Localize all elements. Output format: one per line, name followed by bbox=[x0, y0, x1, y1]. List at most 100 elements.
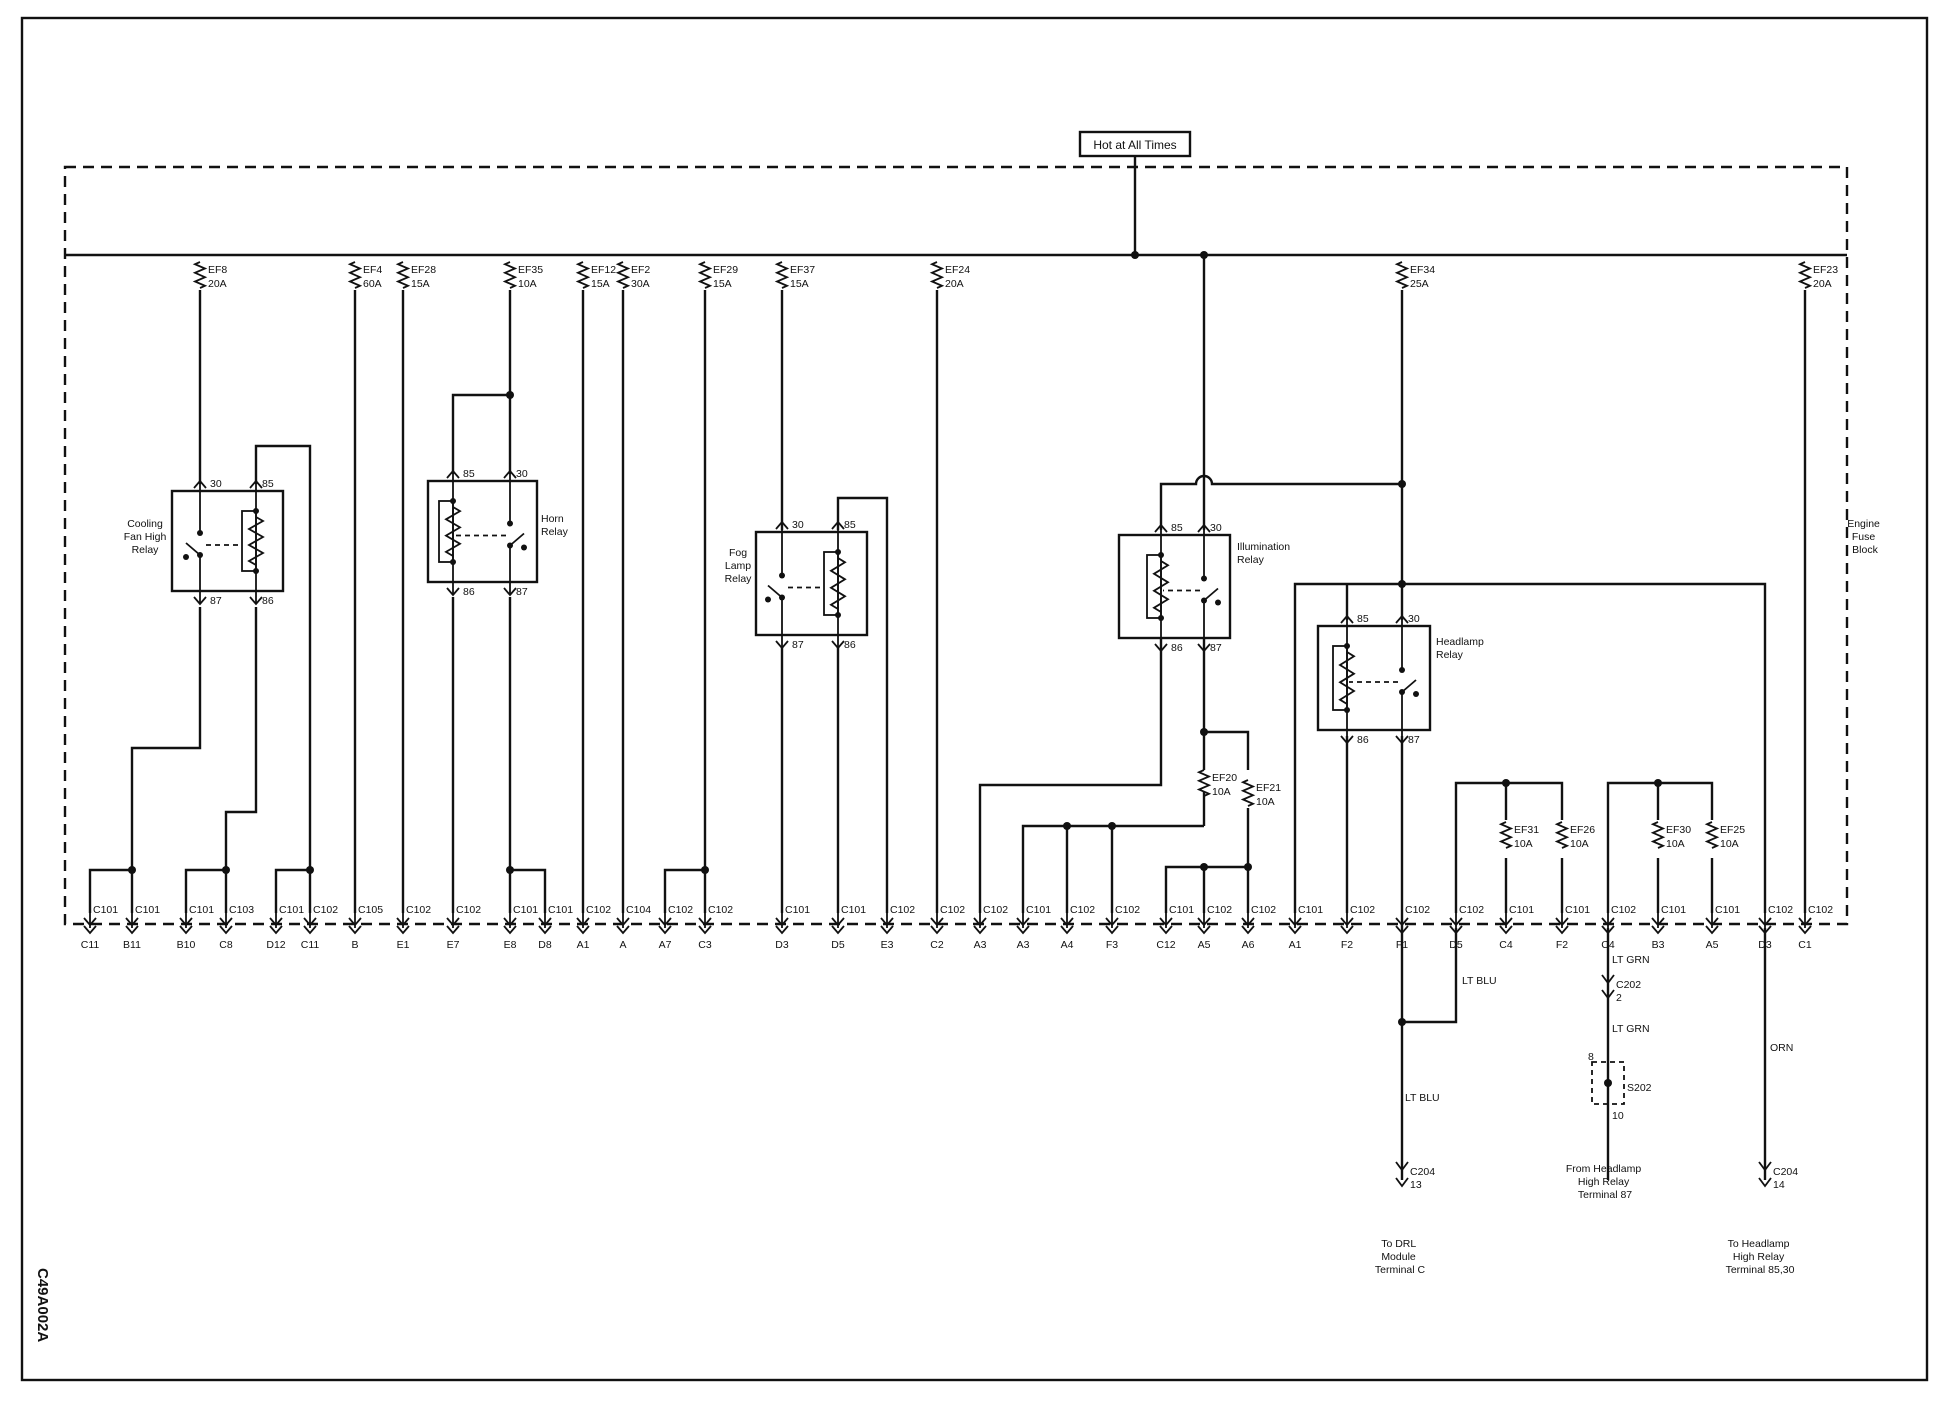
fuse-rating-ef2: 30A bbox=[631, 278, 650, 290]
fuse-label-ef21: EF21 bbox=[1256, 782, 1281, 794]
figure-code: C49A002A bbox=[34, 1268, 51, 1342]
fuse-label-ef8: EF8 bbox=[208, 264, 227, 276]
relay-pin: 85 bbox=[1357, 613, 1369, 625]
engine-fuse-block-label: Engine Fuse Block bbox=[1847, 518, 1883, 556]
connector-id: C104 bbox=[626, 904, 651, 916]
fuse-label-ef4: EF4 bbox=[363, 264, 382, 276]
connector-id: C101 bbox=[548, 904, 573, 916]
connector-id: C102 bbox=[1070, 904, 1095, 916]
connector-id: C102 bbox=[456, 904, 481, 916]
fuse-rating-ef12: 15A bbox=[591, 278, 610, 290]
connector-id: C102 bbox=[1207, 904, 1232, 916]
connector-id: C101 bbox=[1661, 904, 1686, 916]
svg-text:10: 10 bbox=[1612, 1110, 1624, 1122]
page-border bbox=[20, 16, 1929, 1382]
connector-pin: B bbox=[351, 939, 358, 951]
connector-id: C101 bbox=[1715, 904, 1740, 916]
relay-pin: 30 bbox=[1408, 613, 1420, 625]
s202-splice: 8 S202 10 bbox=[1588, 1051, 1652, 1122]
wire-color-lt-blu-2: LT BLU bbox=[1405, 1092, 1440, 1104]
fuse-label-ef28: EF28 bbox=[411, 264, 436, 276]
connector-id: C101 bbox=[189, 904, 214, 916]
connector-id: C101 bbox=[1169, 904, 1194, 916]
connector-pin: A5 bbox=[1706, 939, 1719, 951]
relay-pin: 87 bbox=[1408, 734, 1420, 746]
connector-id: C102 bbox=[1459, 904, 1484, 916]
fuse-rating-ef20: 10A bbox=[1212, 786, 1231, 798]
svg-text:C202: C202 bbox=[1616, 979, 1641, 991]
svg-text:13: 13 bbox=[1410, 1179, 1422, 1191]
connector-pin: A5 bbox=[1198, 939, 1211, 951]
fuse-ef28: EF28 15A bbox=[395, 261, 436, 290]
relay-pin: 30 bbox=[1210, 522, 1222, 534]
hot-at-all-times-box: Hot at All Times bbox=[1078, 130, 1192, 158]
relay-box bbox=[426, 479, 539, 584]
fuse-rating-ef23: 20A bbox=[1813, 278, 1832, 290]
connector-id: C103 bbox=[229, 904, 254, 916]
wire-color-lt-grn-1: LT GRN bbox=[1612, 954, 1650, 966]
connector-pin: B11 bbox=[123, 939, 141, 951]
relay-pin: 85 bbox=[262, 478, 274, 490]
svg-text:C204: C204 bbox=[1773, 1166, 1798, 1178]
fuse-rating-ef35: 10A bbox=[518, 278, 537, 290]
connector-id: C102 bbox=[313, 904, 338, 916]
engine-fuse-block-outline bbox=[63, 165, 1849, 926]
fuse-layer: EF820AEF460AEF2815AEF3510AEF1215AEF230AE… bbox=[192, 261, 1838, 850]
connector-id: C101 bbox=[1026, 904, 1051, 916]
connector-pin: E7 bbox=[447, 939, 460, 951]
connector-layer: C101C11C101B11C101B10C103C8C101D12C102C1… bbox=[81, 904, 1834, 951]
fuse-rating-ef26: 10A bbox=[1570, 838, 1589, 850]
connector-id: C102 bbox=[1251, 904, 1276, 916]
relay-pin: 86 bbox=[463, 586, 475, 598]
connector-pin: E8 bbox=[504, 939, 517, 951]
connector-id: C101 bbox=[1565, 904, 1590, 916]
connector-id: C102 bbox=[1350, 904, 1375, 916]
fuse-rating-ef28: 15A bbox=[411, 278, 430, 290]
connector-pin: A3 bbox=[974, 939, 987, 951]
connector-pin: A1 bbox=[1289, 939, 1302, 951]
relay-pin: 87 bbox=[1210, 642, 1222, 654]
fuse-rating-ef4: 60A bbox=[363, 278, 382, 290]
fuse-label-ef35: EF35 bbox=[518, 264, 543, 276]
destination-headlamp-high-relay: To Headlamp High Relay Terminal 85,30 bbox=[1726, 1238, 1795, 1276]
fuse-rating-ef24: 20A bbox=[945, 278, 964, 290]
connector-id: C101 bbox=[1509, 904, 1534, 916]
destination-drl-module: To DRL Module Terminal C bbox=[1375, 1238, 1426, 1276]
connector-pin: D8 bbox=[538, 939, 552, 951]
wire-color-lt-grn-2: LT GRN bbox=[1612, 1023, 1650, 1035]
svg-text:S202: S202 bbox=[1627, 1082, 1652, 1094]
relay-pin: 86 bbox=[262, 595, 274, 607]
power-bus bbox=[65, 157, 1847, 259]
connector-pin: C8 bbox=[219, 939, 233, 951]
relay-box bbox=[170, 489, 285, 593]
relay-pin: 30 bbox=[792, 519, 804, 531]
c204-connector-b: C204 14 bbox=[1758, 1161, 1798, 1191]
